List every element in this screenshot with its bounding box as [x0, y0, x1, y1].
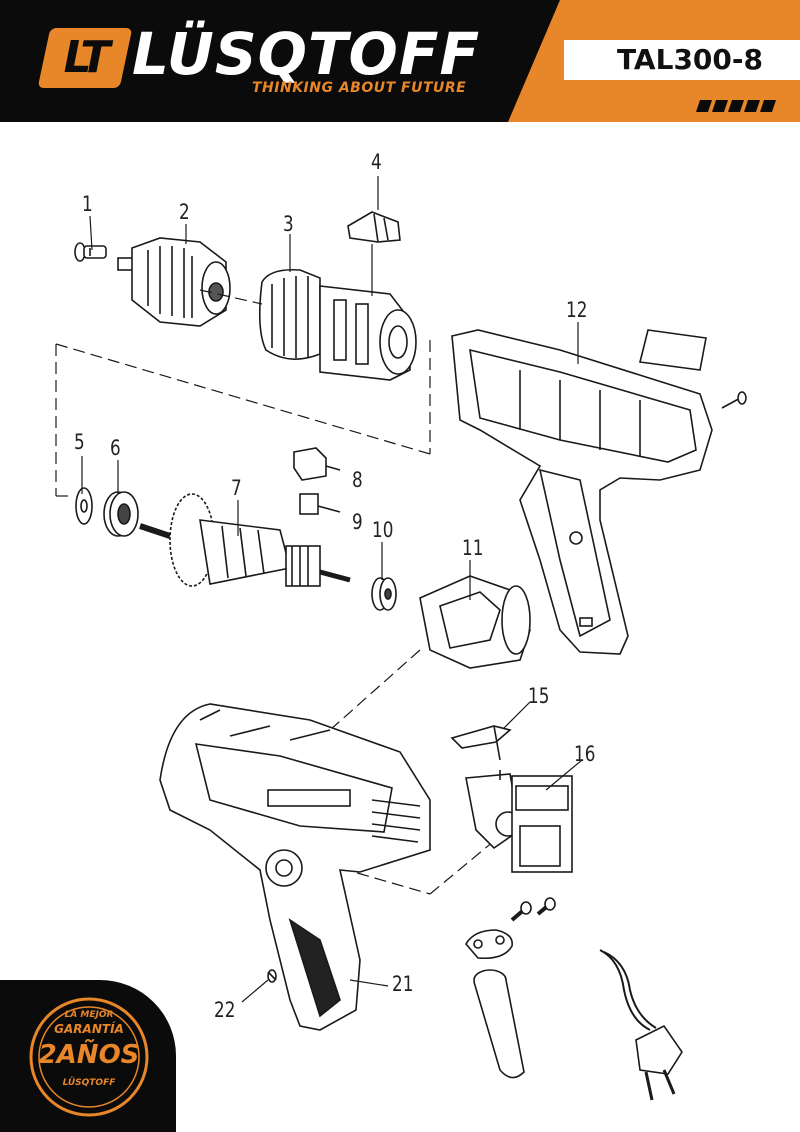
part-label-15: 15: [528, 684, 550, 708]
part-label-10: 10: [372, 518, 394, 542]
power-plug: [599, 949, 683, 1101]
warranty-line-2: GARANTÍA: [54, 1022, 124, 1036]
part-15-lock: [450, 725, 512, 761]
part-label-4: 4: [371, 150, 382, 174]
part-12-housing: [451, 329, 747, 655]
part-label-21: 21: [392, 972, 414, 996]
warranty-line-1: LA MEJOR: [64, 1010, 114, 1020]
part-22-screw: [267, 969, 277, 983]
part-21-housing: [159, 703, 431, 1031]
logo-mark: LT: [63, 32, 111, 83]
model-number: TAL300-8: [617, 43, 763, 76]
cord-clamp: [465, 929, 513, 960]
part-label-12: 12: [566, 298, 588, 322]
part-label-11: 11: [462, 536, 484, 560]
brand-name: LÜSQTOFF: [132, 20, 481, 88]
leader-lines: [81, 176, 583, 1003]
tagline: THINKING ABOUT FUTURE: [252, 80, 467, 96]
part-label-5: 5: [74, 430, 85, 454]
part-16-switch: [465, 770, 573, 873]
part-7-armature: [139, 493, 351, 587]
warranty-badge-icon: [29, 997, 149, 1117]
part-10-bearing: [371, 577, 397, 611]
part-9-brush: [299, 493, 341, 515]
part-2-chuck: [117, 237, 231, 327]
part-1-screw: [74, 242, 107, 262]
header-banner: LT LÜSQTOFF THINKING ABOUT FUTURE TAL300…: [0, 0, 800, 122]
warranty-line-3: 2AÑOS: [38, 1040, 140, 1070]
part-label-7: 7: [231, 476, 242, 500]
part-3-clutch: [258, 268, 417, 381]
model-badge: [564, 40, 800, 80]
part-6-bearing: [103, 491, 139, 537]
part-label-22: 22: [214, 998, 236, 1022]
part-label-9: 9: [352, 510, 363, 534]
part-label-3: 3: [283, 212, 294, 236]
screws: [510, 897, 556, 922]
part-label-6: 6: [110, 436, 121, 460]
warranty-line-4: LÜSQTOFF: [62, 1078, 116, 1088]
exploded-diagram: [55, 176, 747, 1101]
part-8-brush-holder: [293, 447, 341, 481]
part-4-selector: [347, 211, 401, 243]
part-label-16: 16: [574, 742, 596, 766]
part-label-2: 2: [179, 200, 190, 224]
dashed-guide-box: [55, 289, 501, 895]
cord-guard: [473, 969, 525, 1079]
part-5-washer: [75, 487, 93, 525]
part-label-1: 1: [82, 192, 93, 216]
part-11-stator: [419, 575, 531, 669]
part-label-8: 8: [352, 468, 363, 492]
